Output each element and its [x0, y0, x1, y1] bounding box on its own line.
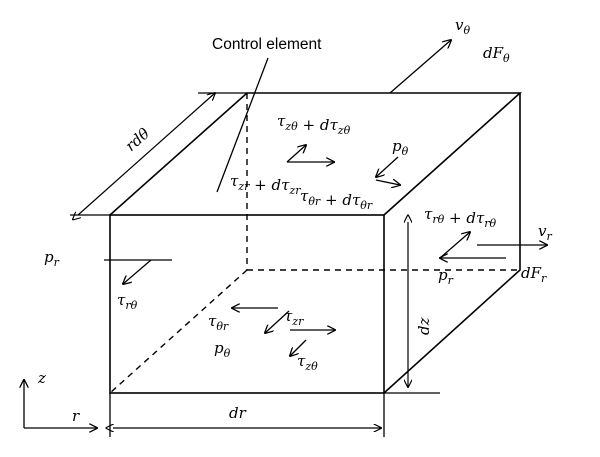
control-element-leader — [216, 57, 269, 193]
z-axis-label: z — [37, 369, 46, 387]
v-theta-label: vθ — [455, 16, 470, 37]
v-theta-force: vθ dFθ — [389, 16, 510, 94]
tau-zr-top-label: τzr + dτzr — [230, 172, 301, 197]
tau-ztheta-top-label: τzθ + dτzθ — [277, 112, 351, 137]
tau-rtheta-right-arrow — [439, 232, 470, 259]
tau-zr-front-label: τzr — [284, 307, 304, 328]
control-element-label: Control element — [212, 36, 322, 53]
tau-ztheta-top-arrow — [286, 145, 306, 163]
p-theta-top-label: pθ — [392, 137, 409, 158]
tau-thetar-top-arrow — [375, 180, 400, 185]
v-theta-arrow — [389, 40, 451, 94]
p-theta-front-label: pθ — [214, 339, 231, 360]
dz-dimension: dz — [384, 222, 440, 394]
front-face-stresses: τθr τzr pθ τzθ — [208, 307, 335, 373]
p-theta-front-arrow — [265, 310, 290, 333]
tau-rtheta-left-arrow — [123, 259, 152, 284]
p-theta-top-arrow — [376, 156, 399, 177]
r-dtheta-dimension: rdθ — [70, 93, 247, 215]
dz-label: dz — [415, 317, 433, 335]
hidden-diagonal-edge — [109, 269, 248, 394]
r-axis-label: r — [72, 407, 80, 425]
tau-ztheta-front-arrow — [290, 339, 307, 356]
dF-theta-label: dFθ — [483, 44, 510, 65]
hidden-edges — [109, 93, 520, 394]
dF-r-label: dFr — [521, 264, 547, 285]
tau-rtheta-left-label: τrθ — [117, 291, 138, 312]
box-edges — [109, 92, 523, 394]
left-face-stresses: pr τrθ — [44, 248, 172, 312]
r-dtheta-arrow — [78, 93, 215, 215]
tau-rtheta-right-label: τrθ + dτrθ — [424, 205, 497, 230]
right-face-edges — [383, 93, 521, 394]
dr-dimension: dr — [110, 393, 385, 437]
p-r-left-label: pr — [44, 248, 60, 269]
p-r-right-label: pr — [438, 266, 454, 287]
right-face-stresses: τrθ + dτrθ vr dFr pr — [424, 205, 552, 287]
coordinate-axes: z r — [24, 369, 97, 428]
tau-thetar-front-label: τθr — [208, 312, 229, 333]
tau-thetar-top-label: τθr + dτθr — [300, 187, 373, 212]
tau-ztheta-front-label: τzθ — [297, 352, 318, 373]
r-dtheta-label: rdθ — [122, 124, 153, 155]
dr-label: dr — [229, 404, 247, 422]
v-r-label: vr — [538, 222, 552, 243]
top-face-stresses: τzθ + dτzθ τzr + dτzr pθ τθr + dτθr — [230, 112, 409, 212]
